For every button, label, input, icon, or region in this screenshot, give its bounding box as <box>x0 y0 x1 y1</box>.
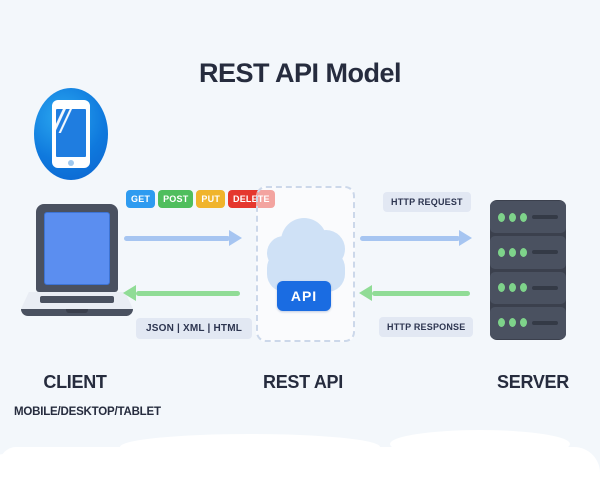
server-unit <box>490 306 566 339</box>
server-led <box>509 212 516 222</box>
server-led <box>498 318 505 328</box>
method-badge-post: POST <box>158 190 194 208</box>
server-led <box>509 283 516 293</box>
laptop-bottom-edge <box>21 309 133 316</box>
client-request-arrowhead <box>229 230 242 246</box>
server-led <box>520 318 527 328</box>
server-response-arrow <box>372 291 470 296</box>
rest-api-label: REST API <box>263 372 343 392</box>
phone-screen <box>56 109 86 157</box>
server-led <box>498 283 505 293</box>
method-badge-get: GET <box>126 190 156 208</box>
client-response-arrow <box>136 291 240 296</box>
laptop-display <box>44 212 110 285</box>
server-request-arrow <box>360 236 460 241</box>
server-led <box>520 283 527 293</box>
server-drive-slot <box>532 250 558 255</box>
server-unit <box>490 271 566 304</box>
server-rack-icon <box>490 200 566 340</box>
server-drive-slot <box>532 285 558 290</box>
phone-home-button <box>68 160 74 166</box>
response-formats-badge: JSON | XML | HTML <box>136 318 253 339</box>
laptop-keyboard-slot <box>40 296 114 303</box>
diagram-title: REST API Model <box>198 58 402 88</box>
api-badge: API <box>277 281 331 311</box>
server-label: SERVER <box>497 372 569 392</box>
server-led <box>520 247 527 257</box>
method-badge-put: PUT <box>196 190 226 208</box>
server-led <box>498 212 505 222</box>
server-led <box>509 247 516 257</box>
http-request-badge: HTTP REQUEST <box>383 192 471 212</box>
server-led <box>520 212 527 222</box>
server-request-arrowhead <box>459 230 472 246</box>
server-led <box>498 247 505 257</box>
server-unit <box>490 201 566 234</box>
client-request-arrow <box>124 236 230 241</box>
client-label: CLIENT <box>43 372 107 392</box>
server-led <box>509 318 516 328</box>
http-response-badge: HTTP RESPONSE <box>379 317 474 337</box>
http-method-badges: GET POST PUT DELETE <box>126 190 275 208</box>
server-drive-slot <box>532 215 558 220</box>
server-unit <box>490 236 566 269</box>
client-response-arrowhead <box>123 285 136 301</box>
server-drive-slot <box>532 320 558 325</box>
bottom-white-band <box>0 447 600 500</box>
client-sublabel: MOBILE/DESKTOP/TABLET <box>14 406 161 418</box>
server-response-arrowhead <box>359 285 372 301</box>
